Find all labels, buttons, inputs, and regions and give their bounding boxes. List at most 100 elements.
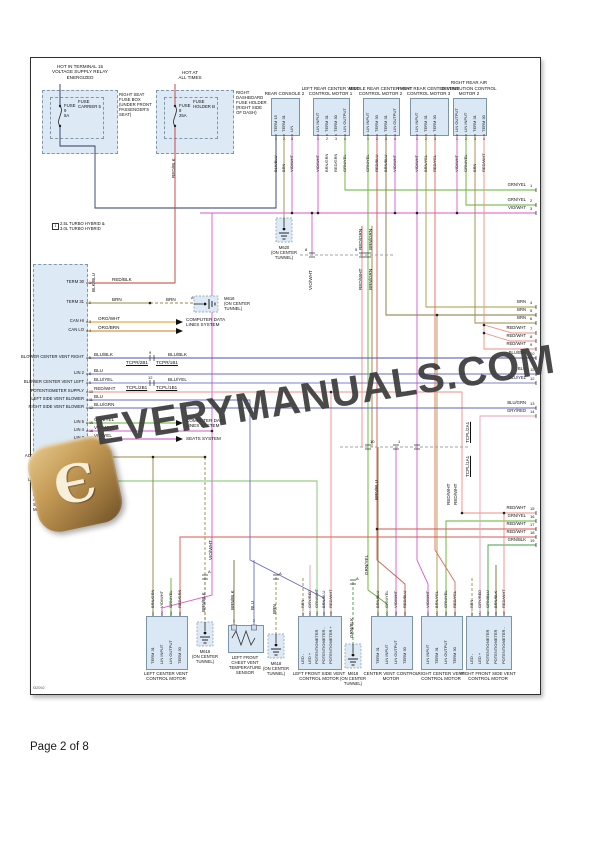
bottom-connector-box <box>298 616 342 670</box>
wire-label: BLK/BLU <box>273 155 278 172</box>
edge-pin-number: 18 <box>530 529 535 535</box>
wire-label: GRN/YEL <box>168 590 173 608</box>
wire-label: BRN/BLU <box>383 154 388 172</box>
edge-pin-number: 12 <box>530 375 535 381</box>
pin-number: 1 <box>367 137 369 141</box>
pin-label: LED - <box>469 653 474 664</box>
wire-label: VIO/WHT <box>159 590 164 608</box>
edge-pin-number: 9 <box>530 341 533 347</box>
pin-label: TERM 30 <box>432 115 437 132</box>
pin-number: 3 <box>335 137 337 141</box>
module-pin-number: 11 <box>89 397 93 402</box>
wire-label: BLU <box>94 394 103 399</box>
pin-number: 3 <box>395 610 397 615</box>
wire-label: VIO/WHT <box>94 425 114 430</box>
wire-label: COMPUTER DATA LINES SYSTEM <box>186 418 226 429</box>
connector-label: CENTER VENT CONTROL MOTOR <box>363 671 419 682</box>
module-pin-label: LIN 5 <box>73 419 84 425</box>
fuse-label: FUSE 8 25A <box>179 103 191 119</box>
module-pin-label: POTENTIOMETER SUPPLY <box>30 388 84 394</box>
pin-number: 5 <box>330 610 332 615</box>
pin-label: LIN INPUT <box>463 112 468 132</box>
wire-label: RED/WHT <box>481 153 486 172</box>
module-pin-number: 12 <box>89 405 93 410</box>
pin-number: 2 <box>425 137 427 141</box>
module-pin-number: 4 <box>89 328 91 333</box>
pin-number: 2 <box>161 610 163 615</box>
wire-label: 9 <box>149 350 152 355</box>
wire-label: 8 <box>305 247 308 252</box>
pin-label: POTENTIOMETER + <box>328 626 333 664</box>
page-footer: Page 2 of 8 <box>30 741 89 753</box>
wire-label: RED/WHT <box>453 483 458 505</box>
pin-label: TERM 31 <box>434 647 439 664</box>
pin-number: 3 <box>474 137 476 141</box>
wire-label: A <box>356 576 359 581</box>
pin-label: TERM 30 <box>177 647 182 664</box>
edge-pin-number: 7 <box>530 325 533 331</box>
pin-label: TERM 30 <box>481 115 486 132</box>
pin-label: POTENTIOMETER <box>485 629 490 664</box>
pin-number: 2 <box>465 137 467 141</box>
ground-label: M616 (ON CENTER TUNNEL) <box>191 649 219 664</box>
wire-label: RED/BLK <box>171 158 176 178</box>
pin-label: LIN INPUT <box>315 112 320 132</box>
module-pin-label: RIGHT SIDE VENT BLOWER <box>28 404 84 410</box>
pin-number: 3 <box>316 610 318 615</box>
edge-pin-number: 17 <box>530 521 535 527</box>
wire-label: VIO/WHT <box>393 590 398 608</box>
wire-label: A <box>191 295 194 300</box>
edge-pin-number: 8 <box>530 333 533 339</box>
pin-label: POTENTIOMETER - <box>501 627 506 664</box>
wire-label: RED/YEL <box>452 590 457 608</box>
wire-label: 10 <box>370 439 375 444</box>
pin-number: 4 <box>179 610 181 615</box>
wire-label: BRN/BLK <box>493 590 498 608</box>
pin-number: 3 <box>434 137 436 141</box>
pin-number: 1 <box>275 137 277 141</box>
ground-label: M616 (ON CENTER TUNNEL) <box>224 296 251 311</box>
wire-label: RED/BLU <box>402 590 407 608</box>
pin-number: 2 <box>309 610 311 615</box>
wire-label: RED/BLU <box>374 154 379 172</box>
fuse-location-label: RIGHT SEAT FUSE BOX (UNDER FRONT PASSENG… <box>119 92 152 118</box>
pin-label: LIN INPUT <box>159 644 164 664</box>
pin-number: 4 <box>454 610 456 615</box>
module-pin-number: 3 <box>89 319 91 324</box>
wire-label: TCPL/1A1 <box>465 455 470 477</box>
wire-label: VIO/WHT <box>454 154 459 172</box>
wire-label: VIO/WHT <box>289 154 294 172</box>
edge-wire-label: RED/WHT <box>506 325 526 331</box>
wire-label: GRN/YEL <box>463 154 468 172</box>
wire-label: BRN/YEL <box>434 590 439 608</box>
wire-label: RED/WHT <box>94 386 116 391</box>
pin-number: 3 <box>291 137 293 141</box>
pin-number: 2 <box>253 618 255 623</box>
pin-number: 1 <box>302 610 304 615</box>
pin-label: POTENTIOMETER - <box>321 627 326 664</box>
pin-label: POTENTIOMETER <box>314 629 319 664</box>
pin-label: TERM 31 <box>383 115 388 132</box>
wire-label: GRN/YEL <box>342 154 347 172</box>
wire-label: BRN/GRN <box>150 589 155 608</box>
wire-label: BLU/GRN <box>94 402 115 407</box>
pin-number: 1 <box>456 137 458 141</box>
wire-label: A <box>208 569 211 574</box>
pin-number: 3 <box>445 610 447 615</box>
wire-label: GRN/YEL <box>364 554 369 575</box>
wire-label: BRN/BLU <box>374 480 379 500</box>
wire-label: BRN <box>469 599 474 608</box>
pin-number: 4 <box>394 137 396 141</box>
module-pin-label: CAN LO <box>68 327 84 333</box>
wire-label: GRN/YEL <box>94 417 115 422</box>
module-pin-label: BLOWER CENTER VENT LEFT <box>23 379 84 385</box>
pin-number: 4 <box>344 137 346 141</box>
pin-label: TERM 31 <box>472 115 477 132</box>
wire-label: TCPL/2A1 <box>465 421 470 443</box>
pin-label: TERM 15 <box>273 115 278 132</box>
edge-pin-number: 1 <box>530 182 533 188</box>
module-pin-number: 10 <box>89 389 93 394</box>
module-pin-label: BLOWER CENTER VENT RIGHT <box>21 354 84 360</box>
edge-wire-label: BLU/GRN <box>507 400 526 406</box>
connector-label-text: MIDDLE REAR CENTER VENT CONTROL MOTOR 2 <box>348 85 413 96</box>
